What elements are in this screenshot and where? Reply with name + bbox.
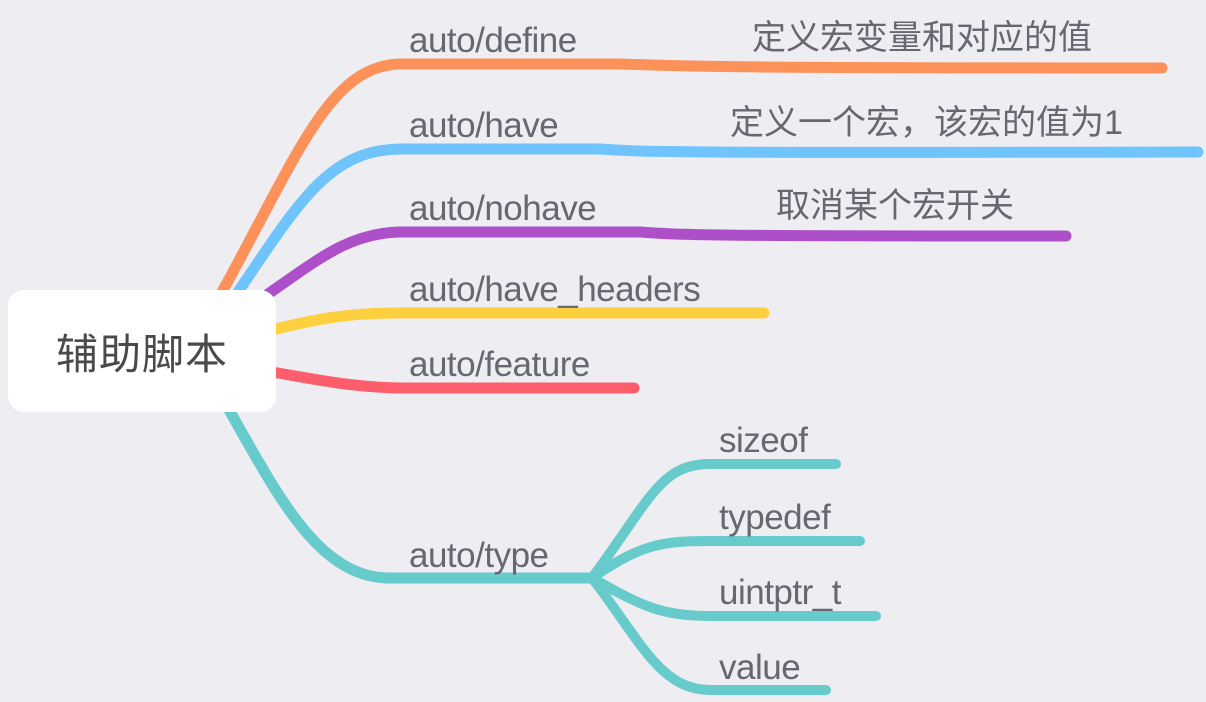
node-auto-type[interactable]: auto/type (409, 536, 549, 575)
edge-typedef (587, 536, 865, 583)
edge-sizeof (587, 459, 841, 583)
edge-have (232, 143, 1204, 298)
node-auto-feature[interactable]: auto/feature (409, 345, 590, 384)
node-auto-have-headers[interactable]: auto/have_headers (409, 270, 701, 309)
node-sizeof[interactable]: sizeof (719, 421, 808, 460)
node-typedef[interactable]: typedef (719, 498, 831, 537)
root-label: 辅助脚本 (55, 330, 228, 378)
note-auto-define[interactable]: 定义宏变量和对应的值 (752, 19, 1092, 57)
edge-have-headers (266, 307, 770, 336)
edge-value (587, 573, 831, 695)
node-auto-define[interactable]: auto/define (409, 21, 577, 60)
note-auto-have[interactable]: 定义一个宏，该宏的值为1 (730, 104, 1123, 142)
edge-type (222, 402, 598, 584)
note-auto-nohave[interactable]: 取消某个宏开关 (776, 187, 1014, 225)
node-auto-have[interactable]: auto/have (409, 106, 559, 145)
node-uintptr-t[interactable]: uintptr_t (719, 573, 841, 612)
root-node[interactable]: 辅助脚本 (8, 290, 276, 412)
edge-define (216, 58, 1168, 298)
node-auto-nohave[interactable]: auto/nohave (409, 189, 597, 228)
edge-nohave (262, 226, 1072, 300)
node-value[interactable]: value (719, 648, 801, 687)
edge-uintptr (587, 573, 881, 621)
edge-feature (266, 366, 640, 394)
